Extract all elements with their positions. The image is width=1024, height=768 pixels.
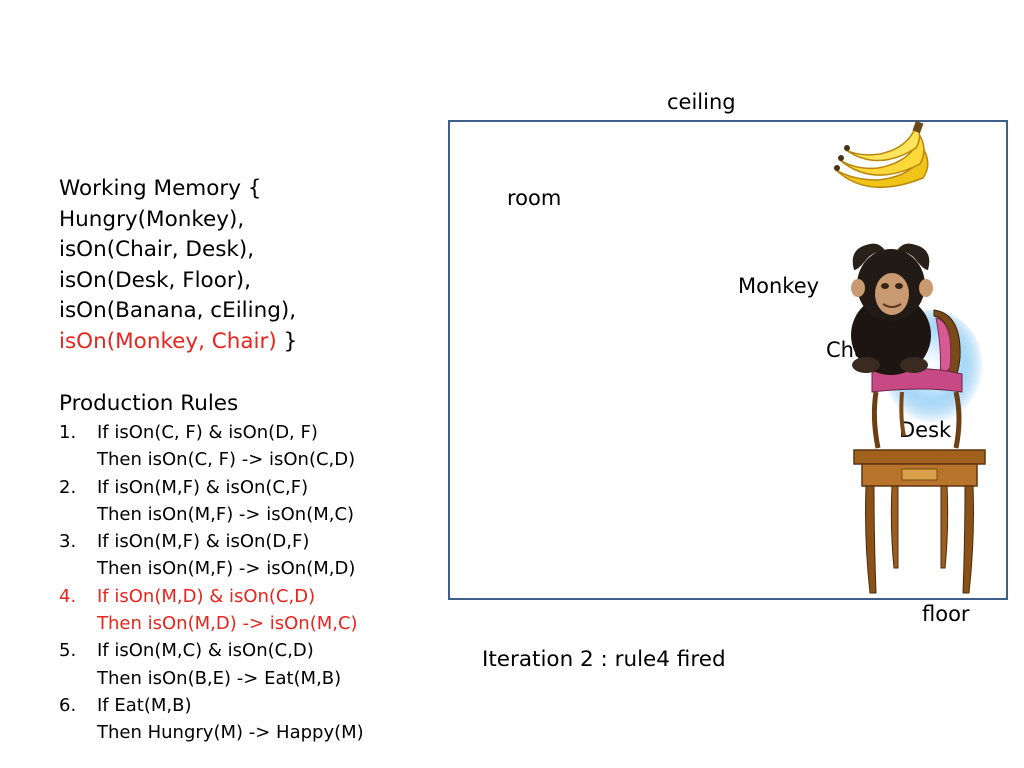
working-memory: Working Memory { Hungry(Monkey), isOn(Ch… <box>59 174 297 358</box>
rule-if: If isOn(M,C) & isOn(C,D) <box>97 640 314 662</box>
rule-number: 4. <box>59 585 77 607</box>
room-box <box>448 120 1008 600</box>
rule-number: 6. <box>59 694 77 716</box>
rule-then: Then Hungry(M) -> Happy(M) <box>97 722 364 744</box>
rule-if: If isOn(M,F) & isOn(D,F) <box>97 531 310 553</box>
rule-if: If isOn(M,F) & isOn(C,F) <box>97 476 309 498</box>
banana-icon <box>834 120 929 189</box>
production-rules-title: Production Rules <box>59 391 239 416</box>
wm-line: isOn(Chair, Desk), <box>59 237 255 263</box>
wm-line: isOn(Desk, Floor), <box>59 267 251 293</box>
rule-if: If isOn(C, F) & isOn(D, F) <box>97 422 318 443</box>
rule-item-3: 3. If isOn(M,F) & isOn(D,F) Then isOn(M,… <box>59 528 364 583</box>
wm-line: Hungry(Monkey), <box>59 206 245 232</box>
rule-number: 5. <box>59 640 77 662</box>
wm-closing-brace: } <box>276 328 298 354</box>
rule-if: If isOn(M,D) & isOn(C,D) <box>97 585 316 607</box>
production-rules-list: 1. If isOn(C, F) & isOn(D, F) Then isOn(… <box>59 419 364 747</box>
wm-highlight-fact: isOn(Monkey, Chair) <box>59 328 277 354</box>
rule-then: Then isOn(B,E) -> Eat(M,B) <box>97 667 342 689</box>
monkey-icon <box>851 243 933 375</box>
rule-then: Then isOn(M,F) -> isOn(M,C) <box>97 503 355 525</box>
rule-if: If Eat(M,B) <box>97 694 192 716</box>
iteration-status: Iteration 2 : rule4 fired <box>482 647 726 672</box>
desk-icon <box>853 449 986 594</box>
floor-label: floor <box>922 602 970 626</box>
rule-item-1: 1. If isOn(C, F) & isOn(D, F) Then isOn(… <box>59 419 364 474</box>
wm-last-line: isOn(Monkey, Chair) } <box>59 327 297 358</box>
wm-line: Working Memory { <box>59 176 262 201</box>
ceiling-label: ceiling <box>667 90 736 114</box>
rule-then: Then isOn(C, F) -> isOn(C,D) <box>97 449 356 471</box>
rule-then: Then isOn(M,F) -> isOn(M,D) <box>97 558 356 580</box>
rule-item-2: 2. If isOn(M,F) & isOn(C,F) Then isOn(M,… <box>59 474 364 529</box>
rule-number: 3. <box>59 531 77 553</box>
rule-item-6: 6. If Eat(M,B) Then Hungry(M) -> Happy(M… <box>59 692 364 747</box>
rule-item-5: 5. If isOn(M,C) & isOn(C,D) Then isOn(B,… <box>59 637 364 692</box>
rule-number: 2. <box>59 476 77 498</box>
rule-number: 1. <box>59 422 77 443</box>
rule-item-4: 4. If isOn(M,D) & isOn(C,D) Then isOn(M,… <box>59 583 364 638</box>
monkey-label: Monkey <box>738 274 820 298</box>
rule-then: Then isOn(M,D) -> isOn(M,C) <box>97 613 358 635</box>
wm-line: isOn(Banana, cEiling), <box>59 298 297 324</box>
room-label: room <box>507 186 562 210</box>
